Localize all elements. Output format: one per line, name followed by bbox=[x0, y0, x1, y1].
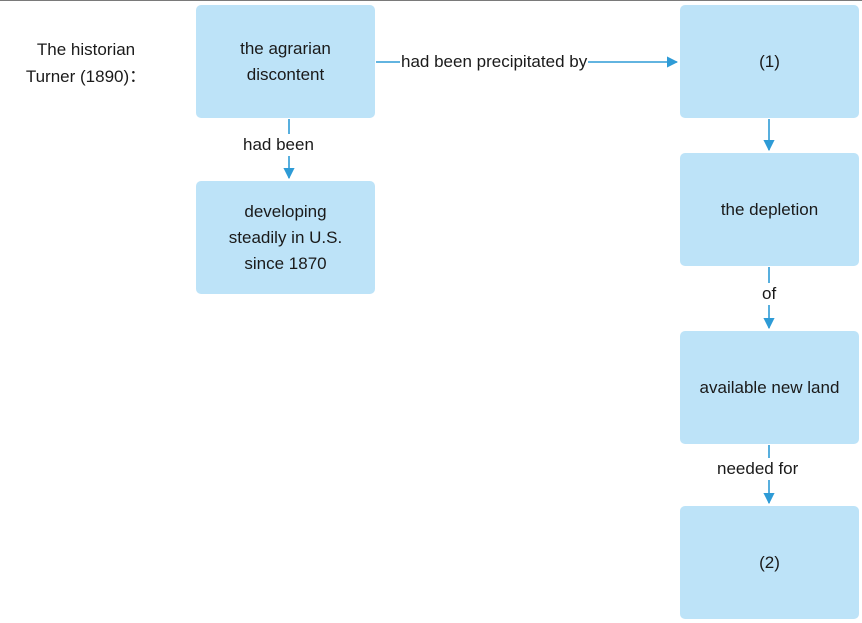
node-depletion: the depletion bbox=[680, 153, 859, 266]
edge-label-had-been: had been bbox=[242, 134, 315, 156]
edge-label-of: of bbox=[761, 283, 778, 305]
top-border-line bbox=[0, 0, 862, 1]
node-available-new-land: available new land bbox=[680, 331, 859, 444]
node-agrarian-discontent: the agrarian discontent bbox=[196, 5, 375, 118]
edge-label-precipitated: had been precipitated by bbox=[400, 51, 589, 73]
node-blank-1: (1) bbox=[680, 5, 859, 118]
edge-label-needed-for: needed for bbox=[716, 458, 800, 480]
node-developing-steadily: developing steadily in U.S. since 1870 bbox=[196, 181, 375, 294]
node-blank-2: (2) bbox=[680, 506, 859, 619]
intro-label: The historian Turner (1890)： bbox=[25, 40, 147, 86]
